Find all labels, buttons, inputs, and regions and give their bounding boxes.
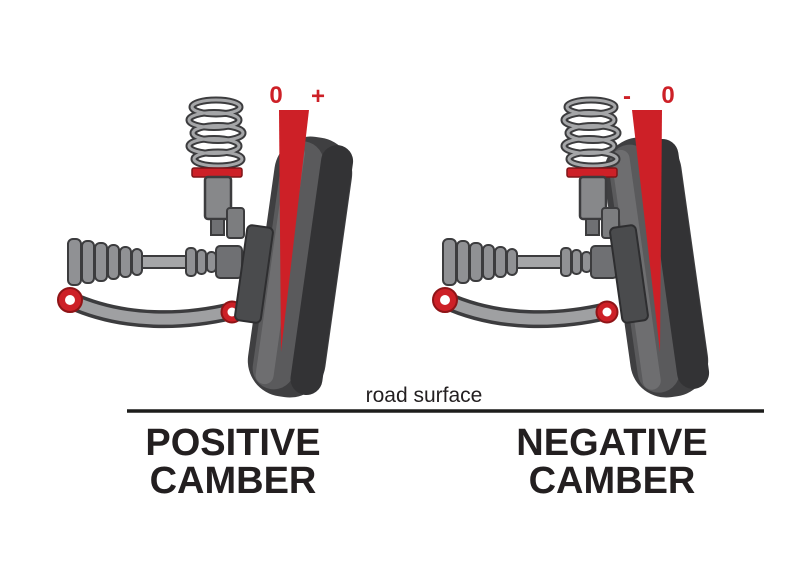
negative-sign-label: - <box>623 83 631 110</box>
steering-knuckle <box>609 224 649 324</box>
road-surface-label: road surface <box>366 384 483 407</box>
camber-angle-wedge <box>632 110 662 352</box>
negative-camber-title: NEGATIVE CAMBER <box>516 422 707 502</box>
suspension-right <box>433 100 619 323</box>
negative-camber-figure: - 0 <box>433 82 713 403</box>
zero-reference-label: 0 <box>269 82 282 109</box>
title-line-1: NEGATIVE <box>516 422 707 464</box>
camber-angle-wedge <box>279 110 309 352</box>
positive-camber-title: POSITIVE CAMBER <box>145 422 320 502</box>
title-line-2: CAMBER <box>529 460 696 502</box>
zero-reference-label: 0 <box>661 82 674 109</box>
title-line-2: CAMBER <box>150 460 317 502</box>
positive-camber-figure: 0 + <box>58 82 357 403</box>
positive-sign-label: + <box>311 83 325 110</box>
title-line-1: POSITIVE <box>145 422 320 464</box>
suspension-left <box>58 100 244 323</box>
steering-knuckle <box>234 224 274 324</box>
